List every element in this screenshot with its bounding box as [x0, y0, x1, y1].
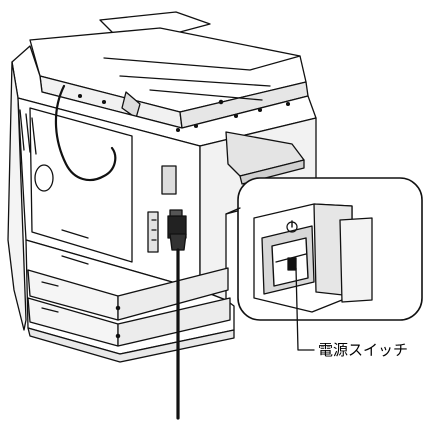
document-feeder: [29, 11, 309, 129]
paper-drawers: [25, 229, 235, 363]
switch-inset: [225, 177, 423, 321]
power-cord: [167, 209, 187, 420]
power-switch-label: 電源スイッチ: [318, 341, 409, 359]
copier-body: [7, 45, 317, 331]
feeder-cable: [54, 84, 117, 182]
callout-leader: [295, 267, 315, 351]
